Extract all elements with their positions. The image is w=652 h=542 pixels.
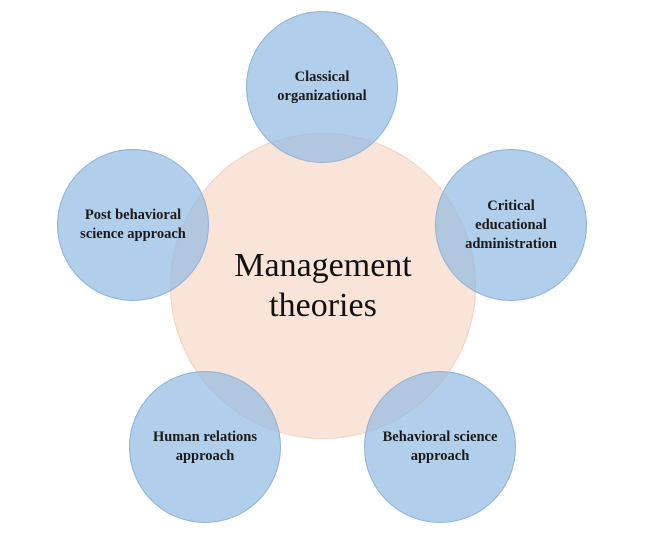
node-label: Behavioral science approach	[382, 429, 498, 464]
node-post-behavioral-science-approach: Post behavioral science approach	[57, 149, 209, 301]
node-classical-organizational: Classical organizational	[246, 11, 398, 163]
node-label: Post behavioral science approach	[80, 207, 186, 242]
node-label: Human relations approach	[152, 429, 258, 464]
node-behavioral-science-approach: Behavioral science approach	[364, 371, 516, 523]
node-critical-educational-administration: Critical educational administration	[435, 149, 587, 301]
node-human-relations-approach: Human relations approach	[129, 371, 281, 523]
node-label: Critical educational administration	[465, 197, 557, 252]
node-label: Classical organizational	[277, 69, 367, 104]
